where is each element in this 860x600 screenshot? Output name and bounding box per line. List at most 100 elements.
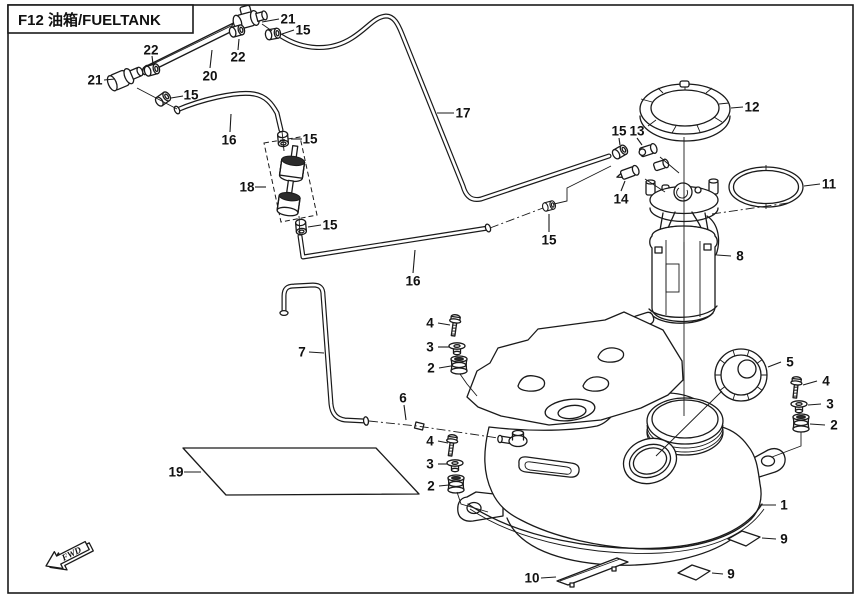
callout-label-18-9: 18: [239, 180, 255, 195]
callout-label-2-31: 2: [427, 479, 435, 494]
assembly-line-10: [711, 202, 789, 215]
fuel-tank: [413, 311, 786, 566]
callout-leader-10-36: [540, 576, 557, 579]
callout-label-15-10: 15: [322, 218, 338, 233]
callout-label-21-0: 21: [280, 12, 296, 27]
callout-label-6-28: 6: [399, 391, 407, 406]
callout-leader-9-35: [711, 572, 724, 575]
callout-leader-15-10: [307, 224, 322, 228]
callout-leader-12-18: [730, 106, 744, 109]
callout-leader-13-16: [636, 137, 643, 146]
callout-label-22-4: 22: [143, 43, 158, 58]
title-box: [7, 4, 194, 34]
callout-label-21-5: 21: [87, 73, 103, 88]
fuel-filter: [276, 144, 306, 217]
callout-leader-6-28: [403, 404, 407, 421]
tank-mount-bracket: [466, 311, 684, 426]
callout-label-11-19: 11: [822, 177, 837, 192]
callout-leader-4-29: [437, 440, 449, 444]
callout-label-14-17: 14: [613, 192, 629, 207]
tank-cap-ring: [639, 80, 731, 142]
callout-leader-11-19: [803, 183, 821, 187]
callout-label-15-12: 15: [541, 233, 557, 248]
callout-label-3-26: 3: [426, 340, 434, 355]
assembly-line-14: [298, 215, 301, 237]
grommet-15-top: [263, 27, 283, 41]
callout-label-8-20: 8: [736, 249, 744, 264]
assembly-line-7: [771, 432, 802, 458]
callout-leader-3-23: [807, 403, 822, 406]
callout-label-16-13: 16: [405, 274, 421, 289]
callout-leader-5-21: [767, 361, 782, 368]
rubber-pad-9b: [677, 564, 711, 581]
callout-label-22-2: 22: [230, 50, 245, 65]
mount-strip-10: [556, 557, 629, 588]
callout-leader-21-5: [103, 78, 116, 81]
callout-leader-2-24: [809, 423, 826, 426]
fitting-13: [638, 142, 658, 158]
filler-neck-ring: [622, 437, 678, 485]
assembly-line-5: [459, 373, 478, 397]
assembly-line-0: [136, 87, 178, 110]
callout-label-19-32: 19: [168, 465, 183, 480]
callout-leader-2-27: [438, 365, 452, 369]
callout-label-20-3: 20: [202, 69, 217, 84]
callout-label-3-30: 3: [426, 457, 434, 472]
callout-label-17-11: 17: [455, 106, 470, 121]
callout-label-12-18: 12: [744, 100, 759, 115]
callout-leader-15-1: [281, 29, 295, 35]
callout-leader-4-25: [437, 322, 451, 326]
callout-leader-14-17: [620, 180, 626, 192]
callout-leader-15-15: [618, 137, 621, 146]
callout-label-2-27: 2: [427, 361, 435, 376]
heat-shield-19: [182, 447, 420, 496]
rubber-pad-9a: [727, 530, 761, 547]
callout-leader-20-3: [209, 49, 213, 69]
callout-label-9-34: 9: [780, 532, 788, 547]
grommet-15-filter-bottom: [294, 218, 308, 236]
callout-leader-16-7: [229, 113, 232, 133]
callout-leader-8-20: [716, 254, 732, 257]
callout-leader-21-0: [261, 18, 280, 23]
assembly-line-11: [659, 156, 680, 174]
callout-label-5-21: 5: [786, 355, 794, 370]
callout-label-15-6: 15: [183, 88, 199, 103]
callout-label-10-36: 10: [524, 571, 539, 586]
callout-label-2-24: 2: [830, 418, 838, 433]
callout-leader-22-2: [237, 38, 240, 51]
assembly-line-4: [368, 420, 499, 439]
callout-leader-2-31: [438, 484, 450, 487]
breather-hose-7: [279, 282, 370, 426]
fuel-hose-16-upper: [173, 90, 284, 133]
callout-label-1-33: 1: [780, 498, 788, 513]
assembly-line-13: [281, 130, 285, 152]
callout-leader-4-22: [802, 380, 818, 386]
callout-label-3-23: 3: [826, 397, 834, 412]
callout-label-7-14: 7: [298, 345, 306, 360]
assembly-lines: [136, 23, 802, 513]
assembly-line-9: [655, 390, 723, 457]
fuel-outlet-nipple: [497, 429, 528, 448]
callout-label-15-15: 15: [611, 124, 627, 139]
fwd-marker: FWD: [45, 540, 94, 571]
fuel-cap: [714, 348, 768, 402]
callout-label-4-25: 4: [426, 316, 434, 331]
assembly-line-1: [261, 23, 273, 32]
assembly-line-6: [456, 491, 489, 513]
callout-label-4-22: 4: [822, 374, 830, 389]
callout-label-4-29: 4: [426, 434, 434, 449]
filter-dashed-box: [263, 136, 318, 223]
fuel-hose-16-lower: [297, 223, 492, 260]
callout-leader-7-14: [308, 351, 325, 354]
callout-leader-9-34: [761, 537, 777, 540]
callout-label-9-35: 9: [727, 567, 735, 582]
connector-21-left: [106, 66, 144, 92]
fitting-13b: [652, 158, 670, 172]
seal-o-ring: [728, 165, 804, 209]
assembly-line-12: [644, 178, 666, 193]
callout-label-13-16: 13: [629, 124, 645, 139]
callout-leader-22-4: [151, 55, 154, 65]
